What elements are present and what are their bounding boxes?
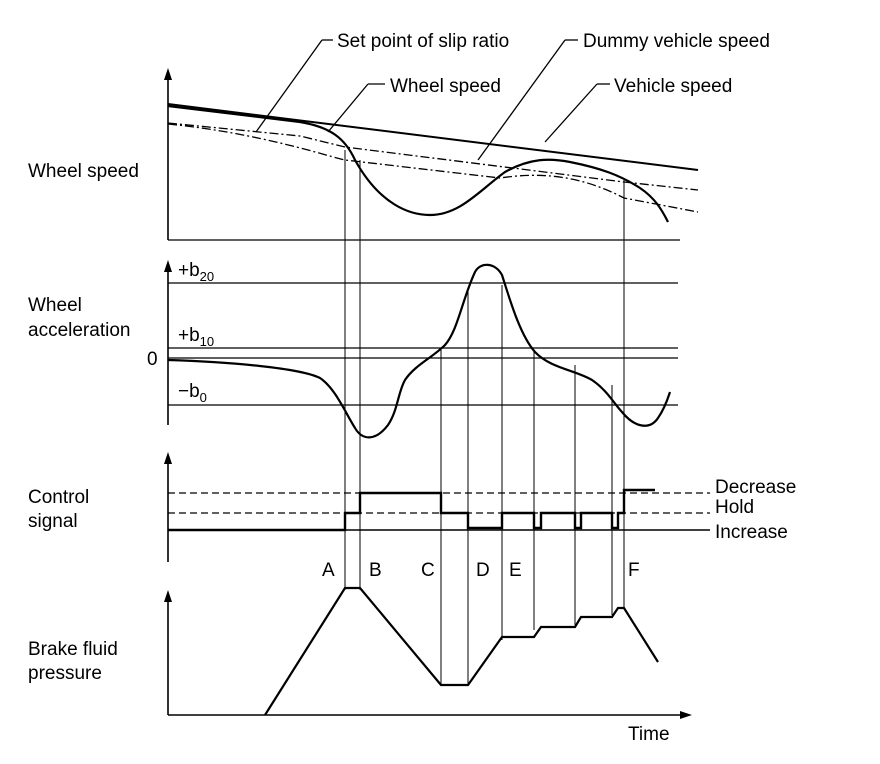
dummy-vehicle-speed-callout: Dummy vehicle speed bbox=[583, 31, 770, 52]
wheel-speed-panel: Set point of slip ratio Dummy vehicle sp… bbox=[28, 31, 770, 241]
set-point-slip-ratio-curve bbox=[167, 123, 699, 213]
control-label-line2: signal bbox=[28, 511, 78, 532]
brake-y-arrow bbox=[164, 590, 172, 602]
wheel-speed-panel-label: Wheel speed bbox=[28, 161, 139, 182]
phase-guide-lines bbox=[344, 150, 625, 685]
phase-labels: A B C D E F bbox=[322, 560, 640, 581]
increase-label: Increase bbox=[715, 522, 788, 543]
b10-label: +b10 bbox=[178, 325, 214, 349]
dummy-vehicle-speed-curve bbox=[167, 122, 699, 191]
minus-b0-label: −b0 bbox=[178, 381, 207, 405]
phase-label-f: F bbox=[628, 560, 640, 581]
phase-label-b: B bbox=[369, 560, 382, 581]
wheel-accel-label-line1: Wheel bbox=[28, 295, 82, 316]
control-signal-trace bbox=[168, 488, 655, 532]
time-axis-arrow bbox=[680, 711, 692, 719]
wheel-speed-callout: Wheel speed bbox=[390, 76, 501, 97]
b20-label: +b20 bbox=[178, 260, 214, 284]
wheel-accel-label-line2: acceleration bbox=[28, 320, 130, 341]
phase-label-c: C bbox=[421, 560, 435, 581]
brake-pressure-panel: Brake fluid pressure Time bbox=[28, 586, 692, 745]
control-signal-panel: Decrease Hold Increase Control signal bbox=[28, 452, 796, 562]
set-point-callout: Set point of slip ratio bbox=[337, 31, 509, 52]
phase-label-a: A bbox=[322, 560, 335, 581]
callout-leaders bbox=[255, 39, 610, 161]
control-label-line1: Control bbox=[28, 487, 89, 508]
decrease-label: Decrease bbox=[715, 477, 796, 498]
zero-label: 0 bbox=[147, 349, 158, 370]
brake-pressure-curve bbox=[264, 586, 659, 716]
phase-label-e: E bbox=[509, 560, 522, 581]
vehicle-speed-callout: Vehicle speed bbox=[614, 76, 732, 97]
wheel-acceleration-panel: +b20 +b10 0 −b0 Wheel acceleration bbox=[28, 260, 678, 439]
hold-label: Hold bbox=[715, 497, 754, 518]
time-axis-label: Time bbox=[628, 724, 670, 745]
phase-label-d: D bbox=[476, 560, 490, 581]
brake-label-line2: pressure bbox=[28, 663, 102, 684]
wheel-speed-curve bbox=[167, 104, 669, 223]
control-y-arrow bbox=[164, 452, 172, 464]
wheel-accel-y-arrow bbox=[164, 260, 172, 272]
wheel-speed-y-arrow bbox=[164, 68, 172, 80]
vehicle-speed-curve bbox=[167, 103, 699, 171]
wheel-acceleration-curve bbox=[167, 263, 672, 439]
brake-label-line1: Brake fluid bbox=[28, 639, 118, 660]
